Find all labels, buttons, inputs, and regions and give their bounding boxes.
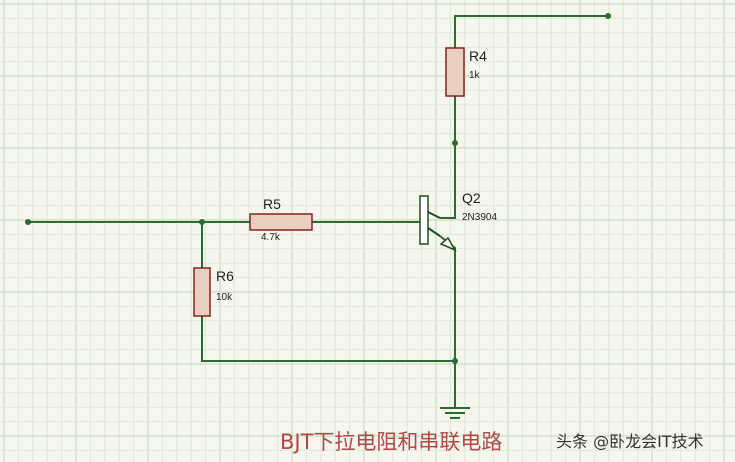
transistor-collector-lead bbox=[427, 211, 441, 219]
wire-r4-to-collector bbox=[440, 96, 456, 219]
junctions bbox=[25, 13, 611, 364]
junction-dot bbox=[25, 219, 31, 225]
junction-dot bbox=[452, 358, 458, 364]
resistors bbox=[193, 47, 465, 317]
r6-value-label: 10k bbox=[216, 292, 233, 303]
wire-r6-bottom bbox=[201, 316, 455, 362]
watermark-text: 头条 @卧龙会IT技术 bbox=[556, 432, 704, 451]
transistor-q2 bbox=[419, 195, 457, 252]
r4-value-label: 1k bbox=[469, 70, 480, 81]
resistor-r6-body bbox=[193, 267, 211, 317]
junction-dot bbox=[605, 13, 611, 19]
transistor-emitter-lead bbox=[427, 227, 441, 237]
r6-ref-label: R6 bbox=[216, 268, 234, 284]
r4-ref-label: R4 bbox=[469, 48, 487, 64]
wire-vcc-top bbox=[454, 15, 608, 48]
ground-symbol-icon bbox=[440, 407, 470, 419]
junction-dot bbox=[452, 140, 458, 146]
q2-ref-label: Q2 bbox=[462, 190, 481, 206]
r5-ref-label: R5 bbox=[263, 196, 281, 212]
resistor-r4-body bbox=[445, 47, 465, 97]
q2-part-label: 2N3904 bbox=[462, 212, 498, 223]
transistor-base-bar bbox=[419, 195, 429, 245]
diagram-caption: BJT下拉电阻和串联电路 bbox=[280, 430, 503, 454]
r5-value-label: 4.7k bbox=[261, 232, 280, 243]
junction-dot bbox=[199, 219, 205, 225]
resistor-r5-body bbox=[249, 213, 313, 231]
emitter-arrow-icon bbox=[439, 236, 457, 252]
